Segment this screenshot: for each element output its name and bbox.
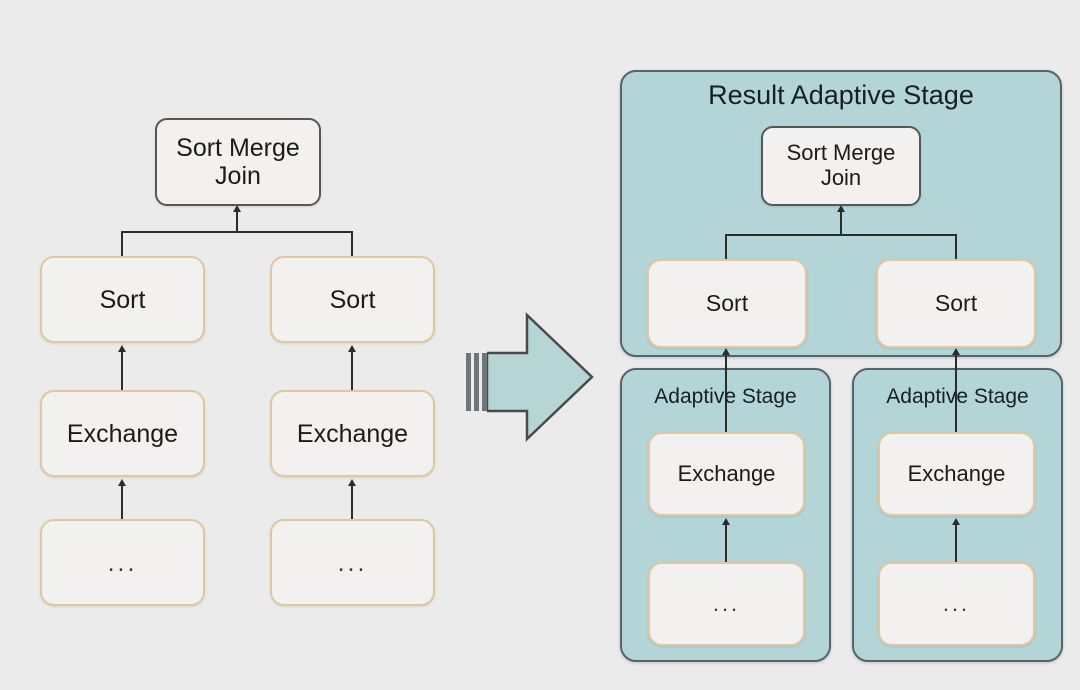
left-exchange-node-2: Exchange xyxy=(270,390,435,477)
right-smj-label-line2: Join xyxy=(820,165,862,190)
adaptive-stage-2-exchange-node: Exchange xyxy=(878,432,1035,516)
left-sort-exchange-arrowhead-1 xyxy=(118,345,126,352)
right-sort-exchange-line-2 xyxy=(955,355,957,433)
adaptive-stage-2-inner-line xyxy=(955,525,957,563)
left-sort-exchange-line-2 xyxy=(351,352,353,390)
right-sort-label-2: Sort xyxy=(934,289,978,316)
right-smj-stem xyxy=(840,212,842,235)
adaptive-stage-2-ellipsis-node: ... xyxy=(878,562,1035,646)
left-exchange-ellipsis-line-1 xyxy=(121,486,123,520)
left-exchange-label-2: Exchange xyxy=(296,419,409,448)
left-exchange-ellipsis-arrowhead-2 xyxy=(348,479,356,486)
right-smj-label-line1: Sort Merge xyxy=(786,140,896,166)
right-sort-exchange-arrowhead-1 xyxy=(722,348,730,355)
right-branch-drop-1 xyxy=(725,234,727,260)
left-smj-label: Sort Merge Join xyxy=(176,134,300,190)
transform-right-arrow-icon xyxy=(487,312,594,442)
right-sort-exchange-arrowhead-2 xyxy=(952,348,960,355)
adaptive-stage-1-inner-arrowhead xyxy=(722,518,730,525)
left-sort-label-2: Sort xyxy=(329,285,376,314)
left-sort-label-1: Sort xyxy=(99,285,146,314)
left-smj-label-line1: Sort Merge xyxy=(176,134,300,162)
right-sort-label-1: Sort xyxy=(705,289,749,316)
right-sort-node-2: Sort xyxy=(876,259,1036,348)
adaptive-stage-1-ellipsis-label: ... xyxy=(712,590,741,616)
transform-arrow-tail-bar-1 xyxy=(466,353,471,411)
left-branch-drop-2 xyxy=(351,231,353,257)
left-ellipsis-node-2: ... xyxy=(270,519,435,606)
left-sort-merge-join-node: Sort Merge Join xyxy=(155,118,321,206)
adaptive-stage-2-ellipsis-label: ... xyxy=(942,590,971,616)
left-branch-bar xyxy=(121,231,353,233)
right-sort-exchange-line-1 xyxy=(725,355,727,433)
left-sort-node-2: Sort xyxy=(270,256,435,343)
left-smj-stem xyxy=(236,212,238,232)
left-exchange-node-1: Exchange xyxy=(40,390,205,477)
adaptive-stage-1-inner-line xyxy=(725,525,727,563)
right-branch-bar xyxy=(725,234,957,236)
right-smj-label: Sort Merge Join xyxy=(787,141,896,190)
left-smj-label-line2: Join xyxy=(215,162,261,190)
left-ellipsis-node-1: ... xyxy=(40,519,205,606)
left-exchange-ellipsis-line-2 xyxy=(351,486,353,520)
adaptive-stage-2-inner-arrowhead xyxy=(952,518,960,525)
left-ellipsis-label-2: ... xyxy=(337,548,368,577)
right-sort-node-1: Sort xyxy=(647,259,807,348)
left-sort-node-1: Sort xyxy=(40,256,205,343)
adaptive-stage-1-exchange-label: Exchange xyxy=(677,460,776,486)
adaptive-stage-2-exchange-label: Exchange xyxy=(907,460,1006,486)
left-ellipsis-label-1: ... xyxy=(107,548,138,577)
transform-arrow-tail-bar-3 xyxy=(482,353,487,411)
adaptive-stage-1-exchange-node: Exchange xyxy=(648,432,805,516)
left-sort-exchange-arrowhead-2 xyxy=(348,345,356,352)
adaptive-stage-1-ellipsis-node: ... xyxy=(648,562,805,646)
left-sort-exchange-line-1 xyxy=(121,352,123,390)
right-branch-drop-2 xyxy=(955,234,957,260)
left-exchange-label-1: Exchange xyxy=(66,419,179,448)
left-exchange-ellipsis-arrowhead-1 xyxy=(118,479,126,486)
left-smj-arrowhead xyxy=(233,205,241,212)
transform-arrow-tail-bar-2 xyxy=(474,353,479,411)
left-branch-drop-1 xyxy=(121,231,123,257)
right-sort-merge-join-node: Sort Merge Join xyxy=(761,126,921,206)
right-smj-arrowhead xyxy=(837,205,845,212)
